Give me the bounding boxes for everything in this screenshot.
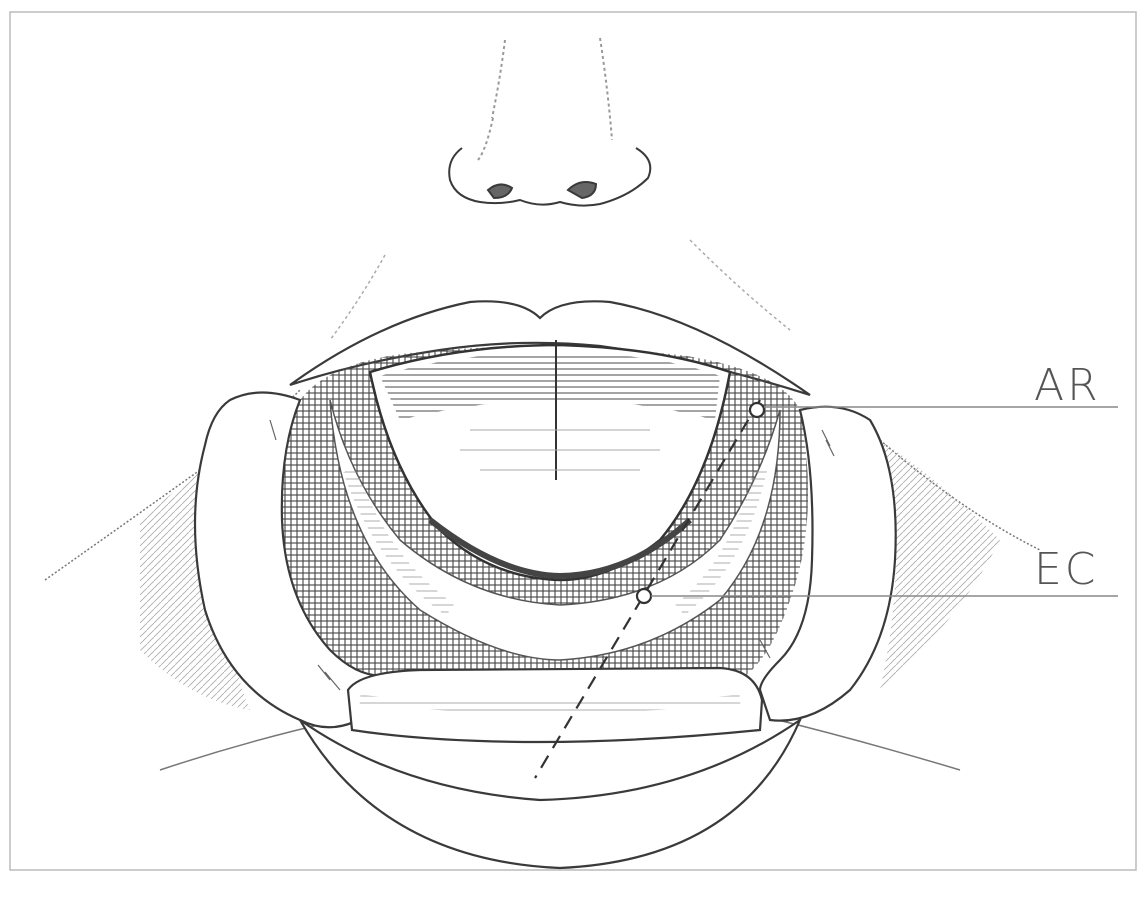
point-ec: [637, 589, 651, 603]
point-ar: [750, 403, 764, 417]
label-ar: AR: [1034, 360, 1101, 411]
right-cheek-shading: [880, 440, 1000, 690]
label-ec: EC: [1034, 544, 1099, 595]
nose: [449, 38, 650, 206]
